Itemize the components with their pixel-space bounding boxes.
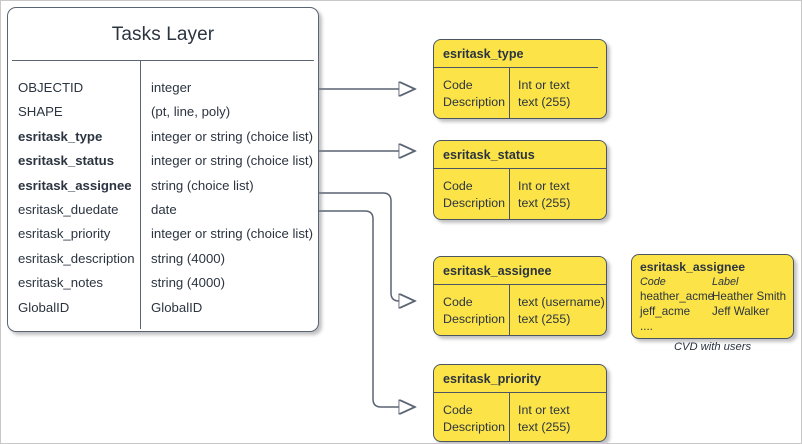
- domain-code: Description: [443, 419, 505, 434]
- table-row: GlobalID GlobalID: [8, 295, 318, 319]
- table-row: jeff_acme Jeff Walker: [632, 304, 793, 319]
- domain-rows: Code Int or text Description text (255): [434, 393, 606, 441]
- domain-title: esritask_status: [443, 148, 535, 162]
- table-row: esritask_priority integer or string (cho…: [8, 222, 318, 246]
- domain-code: Description: [443, 94, 505, 109]
- domain-rows: Code Int or text Description text (255): [434, 68, 606, 118]
- field-name: esritask_assignee: [18, 177, 132, 193]
- field-name: SHAPE: [18, 104, 63, 120]
- field-name: esritask_status: [18, 153, 115, 169]
- table-row: Code Int or text: [434, 76, 606, 93]
- field-type: string (4000): [151, 250, 226, 266]
- entity-column-divider: [140, 61, 142, 330]
- domain-rows: Code Int or text Description text (255): [434, 169, 606, 219]
- domain-value: text (255): [518, 94, 571, 109]
- domain-box-esritask-assignee[interactable]: esritask_assignee Code text (username) D…: [433, 256, 607, 336]
- domain-code: Code: [443, 294, 473, 309]
- domain-value: text (username): [518, 294, 605, 309]
- domain-value: text (255): [518, 195, 571, 210]
- table-row: Code text (username): [434, 293, 606, 310]
- domain-title-divider: [434, 168, 606, 170]
- domain-title: esritask_type: [443, 47, 524, 61]
- domain-column-divider: [509, 169, 511, 219]
- domain-column-divider: [509, 285, 511, 335]
- table-row: Code Int or text: [434, 401, 606, 418]
- table-row: esritask_assignee string (choice list): [8, 173, 318, 197]
- field-name: OBJECTID: [18, 80, 84, 96]
- table-row: Description text (255): [434, 194, 606, 211]
- cvd-header-label: Label: [712, 275, 739, 288]
- domain-rows: Code text (username) Description text (2…: [434, 285, 606, 335]
- field-type: GlobalID: [151, 299, 203, 315]
- field-name: esritask_duedate: [18, 202, 119, 218]
- table-row: Description text (255): [434, 310, 606, 327]
- cvd-label: Heather Smith: [712, 290, 787, 303]
- domain-code: Description: [443, 311, 505, 326]
- table-row: esritask_description string (4000): [8, 246, 318, 270]
- table-row: SHAPE (pt, line, poly): [8, 100, 318, 124]
- domain-box-esritask-status[interactable]: esritask_status Code Int or text Descrip…: [433, 140, 607, 220]
- entity-title: Tasks Layer: [111, 24, 215, 45]
- field-name: esritask_priority: [18, 226, 111, 242]
- domain-title: esritask_assignee: [443, 264, 552, 278]
- table-row: esritask_duedate date: [8, 197, 318, 221]
- table-row: Description text (255): [434, 418, 606, 435]
- cvd-title: esritask_assignee: [640, 260, 746, 274]
- cvd-header-code: Code: [640, 275, 666, 288]
- field-type: (pt, line, poly): [151, 104, 231, 120]
- table-row: esritask_notes string (4000): [8, 271, 318, 295]
- domain-value: text (255): [518, 419, 571, 434]
- field-name: GlobalID: [18, 299, 70, 315]
- domain-value: Int or text: [518, 178, 570, 193]
- table-row: esritask_status integer or string (choic…: [8, 149, 318, 173]
- domain-code: Code: [443, 178, 473, 193]
- cvd-label: Jeff Walker: [712, 305, 770, 318]
- domain-code: Code: [443, 402, 473, 417]
- domain-column-divider: [509, 393, 511, 441]
- table-row: esritask_type integer or string (choice …: [8, 124, 318, 148]
- domain-title-divider: [434, 67, 598, 69]
- field-name: esritask_description: [18, 250, 135, 266]
- field-type: string (choice list): [151, 177, 254, 193]
- domain-box-esritask-type[interactable]: esritask_type Code Int or text Descripti…: [433, 39, 607, 119]
- domain-title-divider: [434, 284, 606, 286]
- field-type: integer or string (choice list): [151, 226, 313, 242]
- cvd-caption: CVD with users: [673, 341, 752, 353]
- domain-column-divider: [509, 68, 511, 118]
- entity-title-divider: [12, 60, 314, 62]
- field-type: integer or string (choice list): [151, 153, 313, 169]
- entity-tasks-layer[interactable]: Tasks Layer OBJECTID integer SHAPE (pt, …: [7, 7, 319, 332]
- table-row: Code Int or text: [434, 177, 606, 194]
- cvd-header-row: Code Label: [632, 274, 793, 289]
- domain-value: Int or text: [518, 402, 570, 417]
- table-row: ....: [632, 319, 793, 334]
- field-type: integer or string (choice list): [151, 128, 313, 144]
- domain-title: esritask_priority: [443, 372, 542, 386]
- cvd-code: ....: [640, 320, 653, 333]
- entity-field-list: OBJECTID integer SHAPE (pt, line, poly) …: [8, 61, 318, 330]
- table-row: OBJECTID integer: [8, 75, 318, 99]
- domain-value: Int or text: [518, 77, 570, 92]
- domain-value: text (255): [518, 311, 571, 326]
- field-type: date: [151, 202, 177, 218]
- domain-box-esritask-priority[interactable]: esritask_priority Code Int or text Descr…: [433, 364, 607, 442]
- connector-priority: [319, 210, 415, 407]
- cvd-sample-box[interactable]: esritask_assignee Code Label heather_acm…: [631, 254, 794, 339]
- table-row: Description text (255): [434, 93, 606, 110]
- field-name: esritask_type: [18, 128, 103, 144]
- domain-code: Code: [443, 77, 473, 92]
- field-type: string (4000): [151, 275, 226, 291]
- field-type: integer: [151, 80, 192, 96]
- cvd-code: jeff_acme: [640, 305, 691, 318]
- field-name: esritask_notes: [18, 275, 104, 291]
- domain-code: Description: [443, 195, 505, 210]
- table-row: heather_acme Heather Smith: [632, 289, 793, 304]
- domain-title-divider: [434, 392, 606, 394]
- connector-assignee: [319, 192, 415, 301]
- cvd-code: heather_acme: [640, 290, 715, 303]
